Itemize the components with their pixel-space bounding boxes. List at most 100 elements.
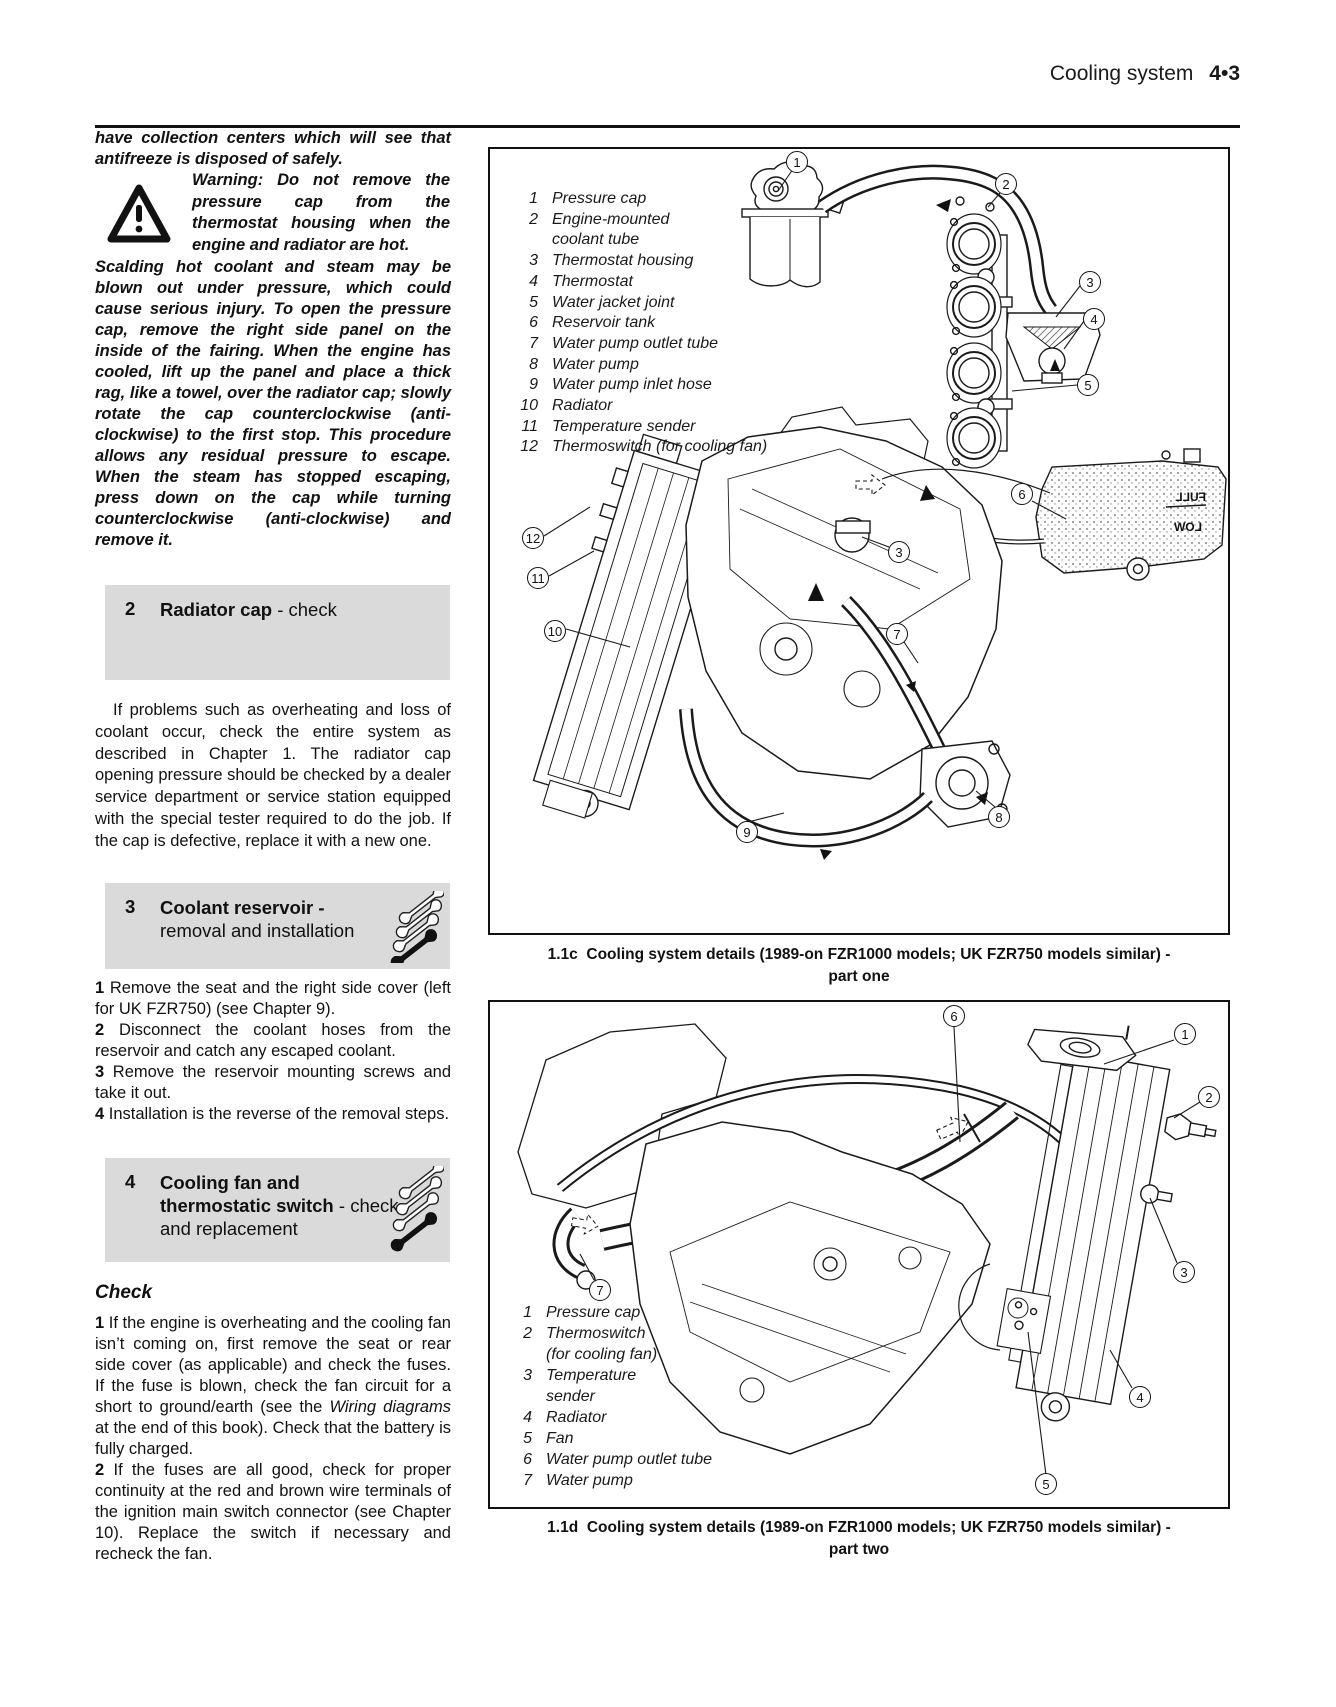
- step-text: Disconnect the coolant hoses from the re…: [95, 1021, 452, 1060]
- list-item: coolant tube: [552, 231, 640, 249]
- reservoir-low-label: LOW: [1173, 520, 1202, 534]
- callout-2: 2: [995, 173, 1017, 195]
- section-2-header: 2 Radiator cap - check: [105, 585, 450, 680]
- callout-1: 1: [1174, 1023, 1196, 1045]
- page-header: Cooling system 4•3: [95, 62, 1240, 86]
- figure-1-1c: FULL LOW: [488, 147, 1230, 935]
- section-4-subtitle: and replacement: [160, 1218, 298, 1239]
- step: 2 If the fuses are all good, check for p…: [95, 1460, 451, 1565]
- step: 1 If the engine is overheating and the c…: [95, 1313, 451, 1460]
- step-text: Remove the seat and the right side cover…: [95, 979, 451, 1018]
- water-pump-inlet-hose-drawing: [679, 708, 933, 860]
- section-3-title: Coolant reservoir - removal and installa…: [160, 896, 354, 942]
- reservoir-full-label: FULL: [1175, 490, 1206, 504]
- figure2-caption-line2: part two: [828, 1541, 890, 1558]
- leader-lines: [543, 168, 1085, 822]
- section-4-title-bold1: Cooling fan and: [160, 1172, 300, 1193]
- callout-2: 2: [1198, 1086, 1220, 1108]
- step-text: If the fuses are all good, check for pro…: [95, 1461, 451, 1563]
- carb-ports-drawing: [946, 213, 1002, 469]
- callout-8: 8: [988, 806, 1010, 828]
- top-hose-drawing: [556, 1074, 1078, 1192]
- list-item: sender: [546, 1388, 595, 1405]
- callout-6: 6: [943, 1005, 965, 1027]
- figure1-caption-text: Cooling system details (1989-on FZR1000 …: [586, 946, 1171, 963]
- callout-4: 4: [1083, 308, 1105, 330]
- callout-4: 4: [1129, 1386, 1151, 1408]
- page-number: 4•3: [1209, 62, 1240, 85]
- thermostat-housing-drawing: [1005, 312, 1101, 384]
- section-4-title: Cooling fan and thermostatic switch - ch…: [160, 1171, 399, 1240]
- step-number: 2: [95, 1461, 105, 1479]
- coolant-tube-drawing: [817, 164, 1058, 315]
- callout-12: 12: [522, 527, 544, 549]
- step-italic-text: Wiring diagrams: [329, 1398, 452, 1416]
- step-text: at the end of this book). Check that the…: [95, 1419, 451, 1458]
- fan-hub: [1007, 1297, 1029, 1319]
- section-2-number: 2: [125, 598, 136, 619]
- thermostat-housing-installed-drawing: [834, 517, 871, 553]
- radiator-drawing: [532, 433, 731, 819]
- callout-6: 6: [1011, 483, 1033, 505]
- thermoswitch-drawing: [1164, 1113, 1217, 1141]
- section-4-header: 4 Cooling fan and thermostatic switch - …: [105, 1158, 450, 1262]
- figure2-caption-text: Cooling system details (1989-on FZR1000 …: [586, 1519, 1171, 1536]
- callout-11: 11: [527, 567, 549, 589]
- warning-triangle-icon: [107, 183, 171, 245]
- section-3-header: 3 Coolant reservoir - removal and instal…: [105, 883, 450, 969]
- section-2-body: If problems such as overheating and loss…: [95, 701, 451, 850]
- step-number: 1: [95, 979, 105, 997]
- figure1-caption-line2: part one: [828, 968, 890, 985]
- callout-7: 7: [589, 1279, 611, 1301]
- header-rule: [95, 125, 1240, 128]
- section-3-number: 3: [125, 896, 136, 917]
- step-text: Installation is the reverse of the remov…: [108, 1105, 450, 1123]
- check-steps: 1 If the engine is overheating and the c…: [95, 1313, 451, 1565]
- callout-9: 9: [736, 821, 758, 843]
- step-number: 2: [95, 1021, 105, 1039]
- callout-1: 1: [786, 151, 808, 173]
- section-4-title-suffix: - check: [333, 1195, 399, 1216]
- step-number: 4: [95, 1105, 105, 1123]
- water-pump-outlet-tube-drawing: [841, 596, 949, 759]
- callout-7: 7: [886, 623, 908, 645]
- figure2-caption: 1.1d Cooling system details (1989-on FZR…: [488, 1517, 1230, 1561]
- section-2-title-suffix: - check: [272, 599, 337, 620]
- radiator-drawing: [996, 1025, 1217, 1422]
- difficulty-wrench-icon: [386, 1166, 444, 1254]
- figure2-diagram: [517, 1023, 1217, 1476]
- callout-5: 5: [1035, 1473, 1057, 1495]
- engine-drawing: [629, 1121, 991, 1455]
- section-3-subtitle: removal and installation: [160, 920, 355, 941]
- step-text: If the engine is overheating and the coo…: [95, 1314, 451, 1416]
- callout-5: 5: [1077, 374, 1099, 396]
- section-4-number: 4: [125, 1171, 136, 1192]
- list-item: (for cooling fan): [546, 1346, 658, 1363]
- callout-10: 10: [544, 620, 566, 642]
- intro-warning-text: have collection centers which will see t…: [95, 129, 451, 168]
- thermostat-elbow-drawing: [552, 1207, 599, 1290]
- section-2-title: Radiator cap - check: [160, 598, 337, 621]
- figure1-caption-id: 1.1c: [547, 946, 578, 963]
- step: 2 Disconnect the coolant hoses from the …: [95, 1020, 451, 1062]
- warning-lead-text: Warning: Do not remove the pressure cap …: [192, 171, 450, 254]
- figure2-caption-id: 1.1d: [547, 1519, 579, 1536]
